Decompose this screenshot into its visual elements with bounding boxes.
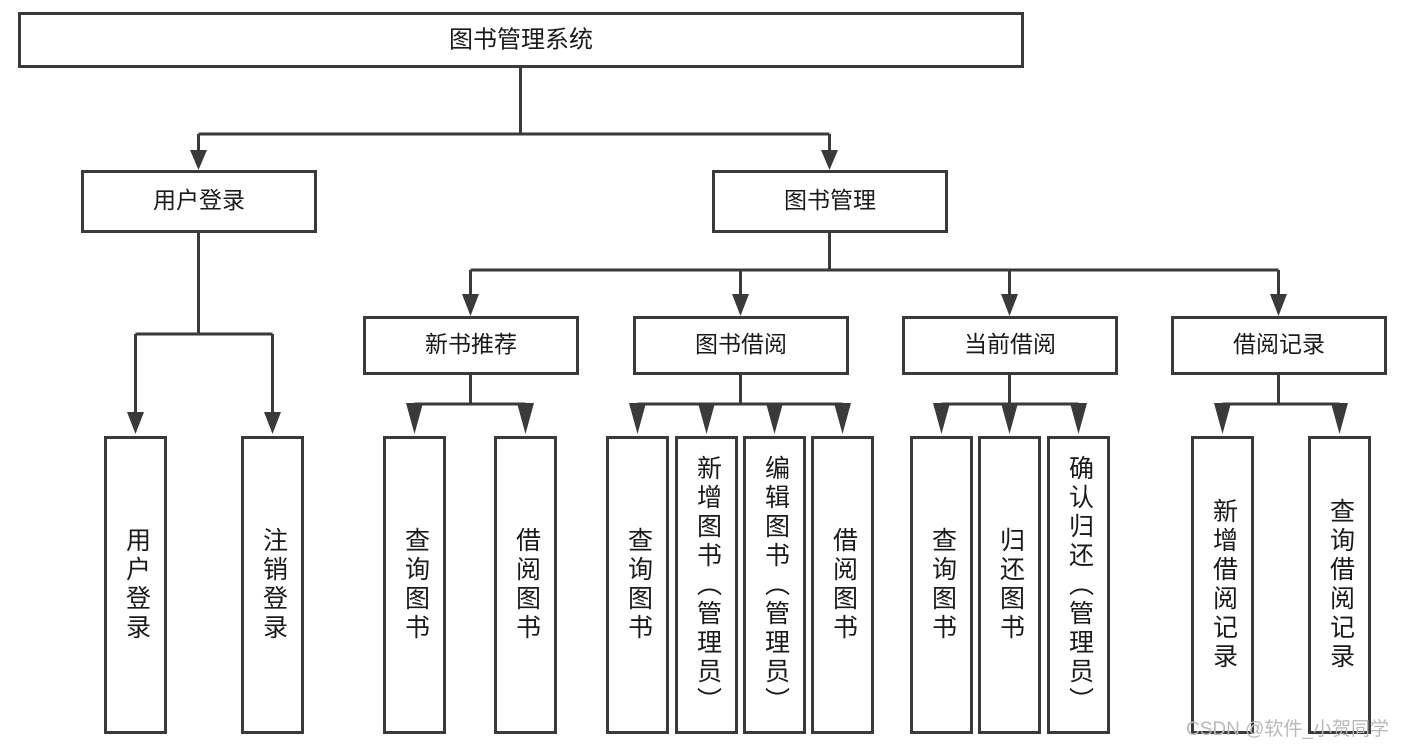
leaf-nbr-borrow-book[interactable] bbox=[494, 436, 557, 734]
csdn-watermark: CSDN @软件_小贺同学 bbox=[1186, 719, 1389, 740]
arrow-head-nbr-borrow-book bbox=[517, 403, 534, 434]
node-user-login[interactable] bbox=[81, 170, 317, 233]
arrow-head-bb-borrow-book bbox=[834, 403, 851, 434]
node-current-borrow-label: 当前借阅 bbox=[964, 331, 1056, 357]
connector-group-user-login bbox=[127, 232, 281, 434]
arrow-head-bb-query-book bbox=[629, 403, 646, 434]
arrow-head-br-add-record bbox=[1214, 403, 1231, 434]
leaf-cb-confirm-return[interactable] bbox=[1047, 436, 1110, 734]
arrow-head-cb-query-book bbox=[933, 403, 950, 434]
arrow-head-leaf-logout bbox=[264, 412, 281, 434]
arrow-head-user-login bbox=[190, 150, 207, 170]
connector-group-borrow-record bbox=[1214, 374, 1348, 434]
node-book-management-label: 图书管理 bbox=[784, 187, 876, 213]
connector-group-current-borrow bbox=[933, 374, 1087, 434]
node-book-borrow-label: 图书借阅 bbox=[695, 331, 787, 357]
node-root-book-management-system[interactable] bbox=[18, 12, 1024, 68]
leaf-bb-borrow-book[interactable] bbox=[811, 436, 874, 734]
arrow-head-br-query-record bbox=[1331, 403, 1348, 434]
arrow-head-new-book-recommend bbox=[462, 294, 479, 316]
connector-group-new-book-recommend bbox=[406, 374, 534, 434]
node-borrow-record-label: 借阅记录 bbox=[1233, 331, 1325, 357]
arrow-head-book-manage bbox=[821, 150, 838, 170]
node-book-management[interactable] bbox=[712, 170, 948, 233]
leaf-nbr-query-book[interactable] bbox=[383, 436, 446, 734]
leaf-bb-query-book[interactable] bbox=[606, 436, 669, 734]
leaf-cb-query-book[interactable] bbox=[910, 436, 973, 734]
connector-group-book-manage bbox=[462, 232, 1287, 316]
leaf-bb-edit-book[interactable] bbox=[743, 436, 806, 734]
node-new-book-recommend[interactable] bbox=[363, 316, 579, 375]
leaf-user-login-login[interactable] bbox=[104, 436, 167, 734]
connector-group-book-borrow bbox=[629, 374, 851, 434]
arrow-head-borrow-record bbox=[1270, 294, 1287, 316]
arrow-head-cb-confirm-return bbox=[1070, 403, 1087, 434]
arrow-head-nbr-query-book bbox=[406, 403, 423, 434]
node-book-borrow[interactable] bbox=[633, 316, 849, 375]
leaf-br-add-record[interactable] bbox=[1191, 436, 1254, 734]
arrow-head-cb-return-book bbox=[1001, 403, 1018, 434]
arrow-head-bb-add-book bbox=[698, 403, 715, 434]
arrow-head-current-borrow bbox=[1001, 294, 1018, 316]
node-root-label: 图书管理系统 bbox=[449, 26, 593, 53]
node-user-login-label: 用户登录 bbox=[153, 187, 245, 213]
leaf-user-login-logout[interactable] bbox=[241, 436, 304, 734]
arrow-head-book-borrow bbox=[732, 294, 749, 316]
node-new-book-recommend-label: 新书推荐 bbox=[425, 331, 517, 357]
arrow-head-bb-edit-book bbox=[766, 403, 783, 434]
node-current-borrow[interactable] bbox=[902, 316, 1118, 375]
arrow-head-leaf-user-login bbox=[127, 412, 144, 434]
leaf-cb-return-book[interactable] bbox=[978, 436, 1041, 734]
leaf-bb-add-book[interactable] bbox=[675, 436, 738, 734]
connector-group-root bbox=[190, 67, 838, 170]
node-borrow-record[interactable] bbox=[1171, 316, 1387, 375]
leaf-br-query-record[interactable] bbox=[1308, 436, 1371, 734]
